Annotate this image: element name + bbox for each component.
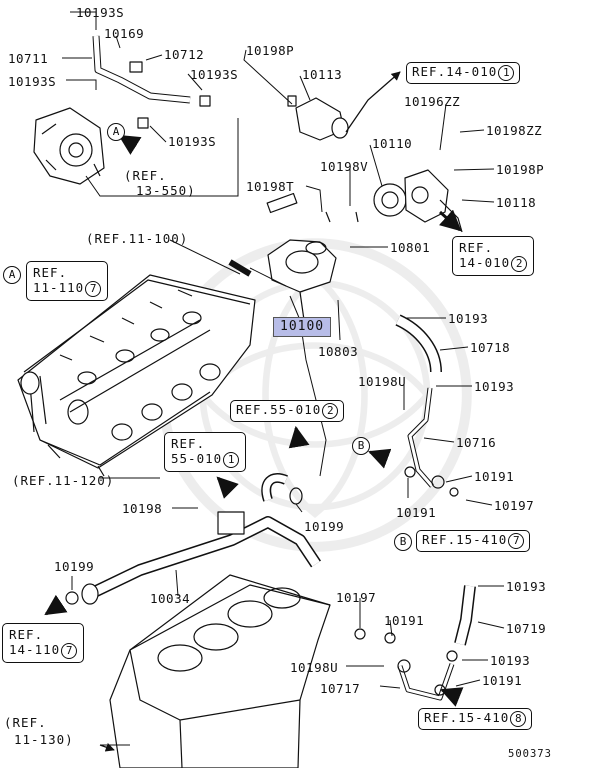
part-number-label[interactable]: 10169 (104, 26, 145, 41)
part-number-label[interactable]: 10193 (448, 311, 489, 326)
reference-text: 14-010 (459, 255, 511, 270)
part-number-label[interactable]: 10118 (496, 195, 537, 210)
reference-index-circle: 7 (85, 281, 102, 297)
part-number-label[interactable]: 10716 (456, 435, 497, 450)
reference-text: 11-110 (33, 280, 85, 295)
reference-text: REF. (9, 627, 44, 642)
reference-note: (REF. (4, 715, 47, 730)
reference-note: (REF. (124, 168, 167, 183)
part-number-label[interactable]: 10198 (122, 501, 163, 516)
part-number-label[interactable]: 10193S (76, 5, 125, 20)
reference-text: REF. (459, 240, 494, 255)
thermostat (373, 183, 407, 217)
part-number-label[interactable]: 10718 (470, 340, 511, 355)
part-number-label[interactable]: 10191 (474, 469, 515, 484)
part-number-label[interactable]: 10191 (396, 505, 437, 520)
part-number-label[interactable]: 10198T (246, 179, 295, 194)
part-number-label[interactable]: 10193 (506, 579, 547, 594)
part-number-label[interactable]: 10191 (384, 613, 425, 628)
part-number-label[interactable]: 10198P (496, 162, 545, 177)
part-number-label[interactable]: 10199 (304, 519, 345, 534)
part-number-label[interactable]: 10198U (358, 374, 407, 389)
reference-text: REF. (171, 436, 206, 451)
reference-text: REF.15-410 (422, 532, 508, 547)
part-number-label[interactable]: 10711 (8, 51, 49, 66)
view-marker-circle: B (394, 533, 412, 551)
part-number-label[interactable]: 10110 (372, 136, 413, 151)
part-number-label[interactable]: 10193 (490, 653, 531, 668)
part-number-label[interactable]: 10198P (246, 43, 295, 58)
part-number-label[interactable]: 10801 (390, 240, 431, 255)
reference-text: 14-110 (9, 642, 61, 657)
part-number-label[interactable]: 10719 (506, 621, 547, 636)
view-marker-circle: A (3, 266, 21, 284)
part-number-label[interactable]: 10191 (482, 673, 523, 688)
water-outlet-fitting (287, 95, 349, 141)
reference-index-circle: 7 (61, 643, 78, 659)
reference-index-circle: 7 (508, 533, 525, 549)
reference-text: REF.14-010 (412, 64, 498, 79)
part-number-label[interactable]: 10712 (164, 47, 205, 62)
cylinder-block (109, 574, 331, 768)
thermostat-case (267, 239, 337, 321)
cylinder-head (17, 274, 256, 477)
diagram-document-number: 500373 (508, 748, 552, 760)
part-number-label[interactable]: 10803 (318, 344, 359, 359)
part-number-label[interactable]: 10198V (320, 159, 369, 174)
part-number-label[interactable]: 10196ZZ (404, 94, 461, 109)
reference-index-circle: 2 (322, 403, 339, 419)
reference-text: 55-010 (171, 451, 223, 466)
reference-index-circle: 1 (498, 65, 515, 81)
reference-index-circle: 2 (511, 256, 528, 272)
part-number-label[interactable]: 10197 (336, 590, 377, 605)
part-number-label[interactable]: 10197 (494, 498, 535, 513)
reference-text: REF.15-410 (424, 710, 510, 725)
part-number-label[interactable]: 10193S (8, 74, 57, 89)
part-number-label[interactable]: 10198ZZ (486, 123, 543, 138)
water-pump-housing (33, 107, 105, 185)
reference-note: 11-130) (14, 732, 74, 747)
view-marker-circle: A (107, 123, 125, 141)
part-number-label[interactable]: 10193S (190, 67, 239, 82)
reference-text: REF. (33, 265, 68, 280)
part-number-label[interactable]: 10113 (302, 67, 343, 82)
part-number-label[interactable]: 10199 (54, 559, 95, 574)
part-number-label[interactable]: 10198U (290, 660, 339, 675)
part-number-label[interactable]: 10193S (168, 134, 217, 149)
part-number-label[interactable]: 10034 (150, 591, 191, 606)
reference-text: REF.55-010 (236, 402, 322, 417)
reference-index-circle: 1 (223, 452, 240, 468)
reference-index-circle: 8 (510, 711, 527, 727)
part-number-label[interactable]: 10193 (474, 379, 515, 394)
reference-note: 13-550) (136, 183, 196, 198)
reference-note: (REF.11-120) (12, 473, 115, 488)
part-number-label[interactable]: 10717 (320, 681, 361, 696)
reference-note: (REF.11-100) (86, 231, 189, 246)
view-marker-circle: B (352, 437, 370, 455)
highlighted-part-number[interactable]: 10100 (273, 317, 332, 337)
